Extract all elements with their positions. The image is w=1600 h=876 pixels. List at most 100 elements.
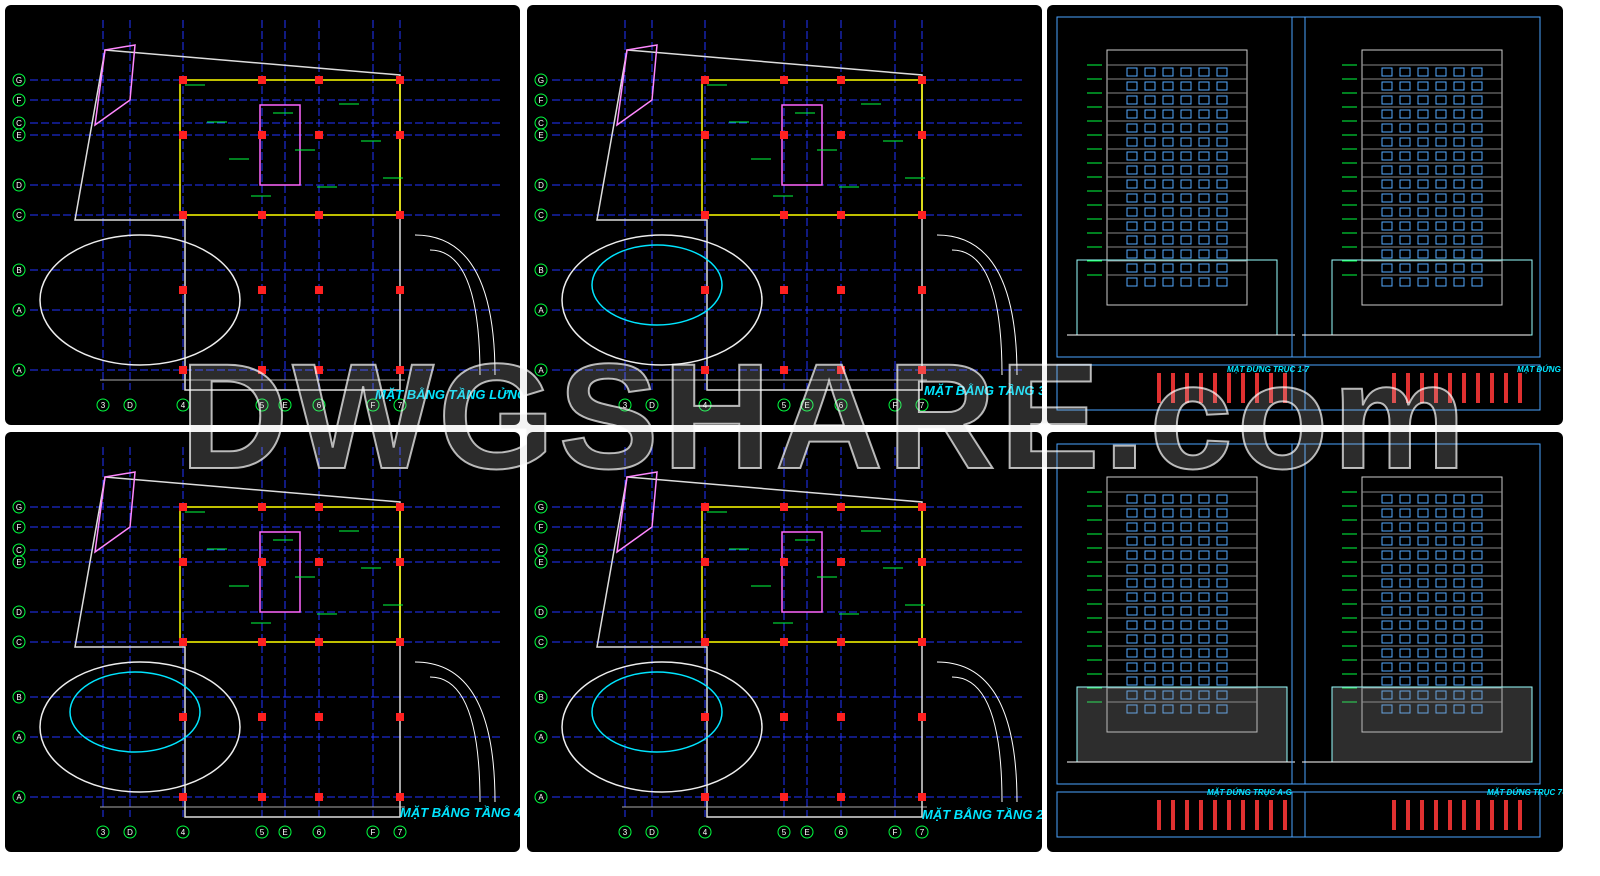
column — [701, 638, 709, 646]
window — [1471, 249, 1483, 259]
window — [1180, 263, 1192, 273]
window — [1198, 221, 1210, 231]
column — [396, 503, 404, 511]
window — [1180, 235, 1192, 245]
window — [1399, 193, 1411, 203]
window — [1144, 81, 1156, 91]
window — [1144, 704, 1156, 714]
window — [1144, 522, 1156, 532]
window — [1198, 207, 1210, 217]
window — [1453, 221, 1465, 231]
window — [1162, 550, 1174, 560]
window — [1471, 536, 1483, 546]
window — [1381, 536, 1393, 546]
window — [1162, 620, 1174, 630]
window — [1144, 508, 1156, 518]
axis-label: G — [16, 76, 22, 85]
window — [1126, 151, 1138, 161]
title-block-text — [1406, 800, 1410, 830]
axis-label: E — [804, 828, 809, 837]
column — [837, 76, 845, 84]
window — [1453, 179, 1465, 189]
window — [1381, 578, 1393, 588]
window — [1162, 221, 1174, 231]
window — [1162, 676, 1174, 686]
window — [1180, 536, 1192, 546]
axis-label: 6 — [839, 828, 844, 837]
window — [1435, 81, 1447, 91]
window — [1399, 620, 1411, 630]
window — [1144, 207, 1156, 217]
axis-bubble — [534, 128, 548, 142]
elevation-title: MẶT ĐỨNG — [1517, 365, 1561, 374]
window — [1126, 550, 1138, 560]
window — [1399, 606, 1411, 616]
window — [1216, 676, 1228, 686]
window — [1180, 564, 1192, 574]
column — [918, 713, 926, 721]
axis-bubble — [393, 398, 407, 412]
column — [837, 558, 845, 566]
window — [1180, 620, 1192, 630]
column — [780, 713, 788, 721]
podium — [1076, 686, 1288, 763]
window — [1417, 676, 1429, 686]
pool — [591, 244, 723, 326]
axis-label: B — [16, 693, 21, 702]
window — [1471, 550, 1483, 560]
column — [837, 286, 845, 294]
window — [1453, 536, 1465, 546]
building-outline — [74, 49, 401, 391]
window — [1417, 123, 1429, 133]
stair — [94, 471, 136, 554]
axis-label: A — [16, 733, 22, 742]
window — [1435, 221, 1447, 231]
window — [1417, 263, 1429, 273]
axis-bubble — [534, 363, 548, 377]
window — [1381, 109, 1393, 119]
window — [1399, 648, 1411, 658]
window — [1381, 221, 1393, 231]
title-block-text — [1434, 373, 1438, 403]
window — [1453, 207, 1465, 217]
window — [1453, 109, 1465, 119]
axis-bubble — [915, 398, 929, 412]
column — [780, 638, 788, 646]
window — [1144, 123, 1156, 133]
window — [1417, 648, 1429, 658]
window — [1162, 81, 1174, 91]
window — [1216, 109, 1228, 119]
window — [1471, 109, 1483, 119]
window — [1216, 536, 1228, 546]
axis-bubble — [12, 128, 26, 142]
window — [1453, 662, 1465, 672]
axis-bubble — [534, 730, 548, 744]
window — [1399, 165, 1411, 175]
window — [1471, 508, 1483, 518]
window — [1399, 592, 1411, 602]
axis-label: B — [538, 693, 543, 702]
window — [1435, 494, 1447, 504]
window — [1162, 67, 1174, 77]
axis-label: 7 — [920, 828, 925, 837]
window — [1144, 95, 1156, 105]
axis-bubble — [534, 635, 548, 649]
window — [1435, 536, 1447, 546]
window — [1471, 207, 1483, 217]
title-block-text — [1448, 800, 1452, 830]
elevator-core — [781, 531, 823, 613]
column — [258, 503, 266, 511]
window — [1435, 137, 1447, 147]
window — [1381, 508, 1393, 518]
axis-bubble — [12, 73, 26, 87]
window — [1216, 564, 1228, 574]
title-block-text — [1241, 373, 1245, 403]
window — [1198, 123, 1210, 133]
window — [1435, 648, 1447, 658]
window — [1216, 123, 1228, 133]
title-block-text — [1241, 800, 1245, 830]
window — [1453, 550, 1465, 560]
curved-wing — [561, 234, 763, 366]
